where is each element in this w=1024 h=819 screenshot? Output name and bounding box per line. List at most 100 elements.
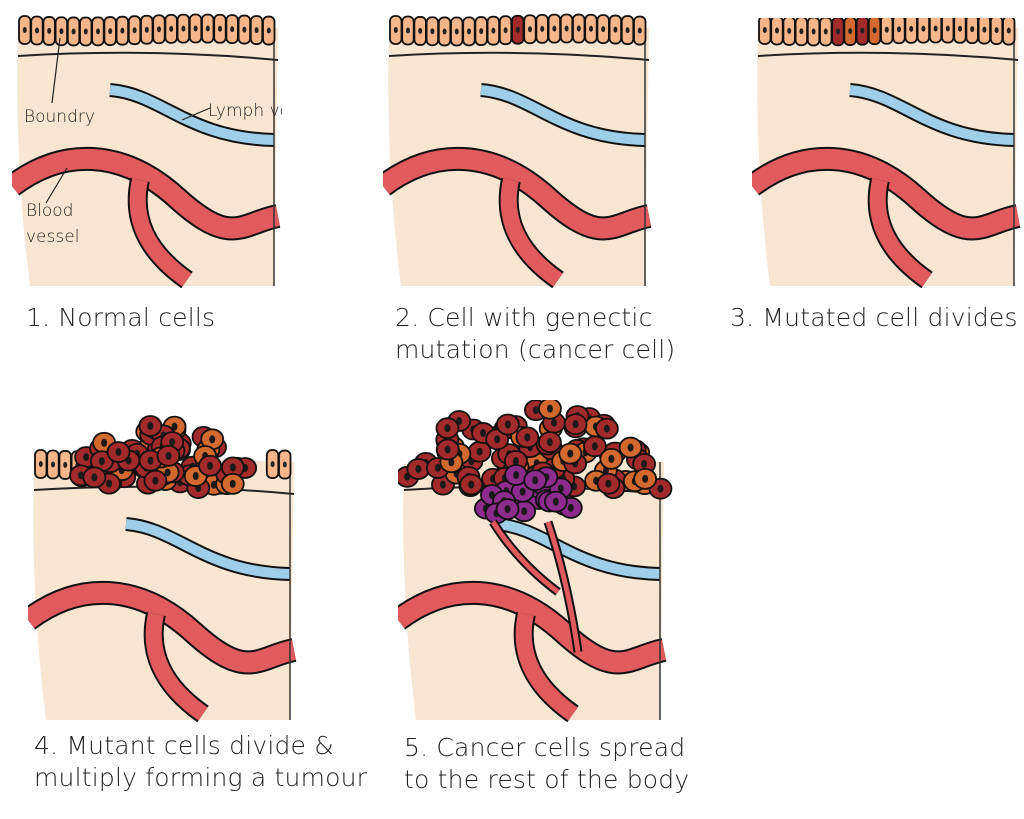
cell-nucleus (613, 26, 618, 33)
cell-nucleus (811, 28, 816, 35)
cell-nucleus (207, 461, 214, 470)
cell-nucleus (480, 428, 487, 437)
cell-nucleus (444, 445, 451, 454)
cell-nucleus (551, 418, 558, 427)
cell-nucleus (775, 27, 779, 34)
cell-nucleus (552, 25, 557, 32)
cell-nucleus (205, 25, 210, 32)
blood-vessel-label: vessel (26, 227, 79, 247)
cell-nucleus (897, 26, 901, 33)
cell-nucleus (576, 25, 581, 32)
lymph-vessel (495, 519, 661, 579)
panel-spread (398, 400, 673, 723)
cell-nucleus (836, 28, 840, 35)
lymph-vessel (480, 85, 646, 145)
cell-nucleus (921, 25, 926, 32)
blood-vessel (28, 582, 297, 673)
blood-leader-line (45, 167, 68, 204)
cell-nucleus (642, 474, 649, 483)
cell-nucleus (120, 27, 125, 34)
blood-vessel (752, 148, 1021, 239)
cell-nucleus (546, 438, 553, 447)
boundary-line (757, 51, 1019, 61)
cell-nucleus (229, 463, 236, 472)
cell-nucleus (512, 456, 519, 465)
cell-nucleus (494, 435, 501, 444)
cell-nucleus (909, 25, 914, 32)
panel-tumour (28, 415, 297, 723)
cell-nucleus (415, 464, 422, 473)
cell-nucleus (567, 449, 574, 458)
cell-nucleus (657, 484, 664, 493)
cell-nucleus (38, 461, 43, 467)
cell-nucleus (164, 468, 171, 477)
cell-nucleus (230, 26, 235, 33)
boundary-leader-line (51, 37, 61, 104)
cell-nucleus (157, 26, 161, 33)
lymph-vessel-label: Lymph vessel (208, 101, 282, 121)
tumour-capillary (545, 521, 581, 653)
cell-nucleus (282, 461, 287, 468)
cell-nucleus (454, 28, 459, 35)
cell-nucleus (47, 27, 52, 34)
cell-nucleus (152, 476, 159, 485)
cell-nucleus (872, 27, 877, 34)
blood-vessel (383, 148, 652, 239)
cell-nucleus (540, 25, 545, 32)
blood-vessel-branch (500, 178, 563, 287)
cell-nucleus (209, 435, 216, 444)
cell-nucleus (933, 25, 938, 32)
cell-nucleus (504, 505, 511, 514)
cell-nucleus (108, 28, 113, 35)
cell-nucleus (83, 453, 90, 462)
boundary-label: Boundry (24, 107, 95, 127)
cell-nucleus (35, 27, 39, 34)
cell-nucleus (572, 420, 579, 429)
cell-nucleus (521, 507, 528, 516)
cell-nucleus (169, 438, 176, 447)
panel-normal-cells: Boundry Lymph vesselBlood vessel (12, 13, 282, 289)
cell-nucleus (101, 438, 108, 447)
cell-nucleus (476, 447, 483, 456)
cell-nucleus (169, 25, 174, 32)
blood-vessel-label: Blood (26, 201, 73, 221)
boundary-line (388, 51, 650, 61)
cell-nucleus (564, 25, 569, 32)
cell-nucleus (266, 27, 271, 34)
cell-nucleus (171, 422, 178, 431)
caption-4: 4. Mutant cells divide &multiply forming… (34, 731, 368, 792)
cell-nucleus (51, 461, 55, 468)
cell-nucleus (439, 480, 446, 489)
cell-nucleus (132, 27, 137, 34)
cell-nucleus (601, 26, 606, 33)
cell-nucleus (242, 26, 247, 33)
lymph-vessel (109, 85, 275, 145)
cell-nucleus (528, 26, 532, 33)
cell-nucleus (515, 26, 520, 33)
blood-vessel-branch (869, 178, 932, 287)
lymph-leader-line (181, 107, 211, 121)
cell-nucleus (994, 27, 999, 34)
panel-genetic-mutation (383, 13, 652, 289)
cell-nucleus (605, 479, 612, 488)
cell-nucleus (762, 27, 767, 33)
blood-vessel-branch (145, 612, 208, 721)
cell-nucleus (83, 28, 88, 35)
cell-nucleus (22, 27, 27, 33)
cell-nucleus (591, 442, 598, 451)
cell-nucleus (468, 480, 475, 489)
cell-nucleus (504, 420, 511, 429)
cell-nucleus (532, 406, 539, 415)
cell-nucleus (848, 28, 853, 35)
cell-nucleus (860, 27, 865, 34)
cell-nucleus (165, 451, 172, 460)
cell-nucleus (491, 27, 496, 34)
cell-nucleus (442, 28, 447, 35)
cell-nucleus (970, 26, 975, 33)
cell-nucleus (193, 25, 198, 32)
cell-nucleus (434, 463, 441, 472)
panel-mutated-cell-divides (752, 18, 1021, 289)
cell-nucleus (63, 461, 68, 468)
blood-vessel (12, 148, 281, 239)
cell-nucleus (552, 497, 559, 506)
